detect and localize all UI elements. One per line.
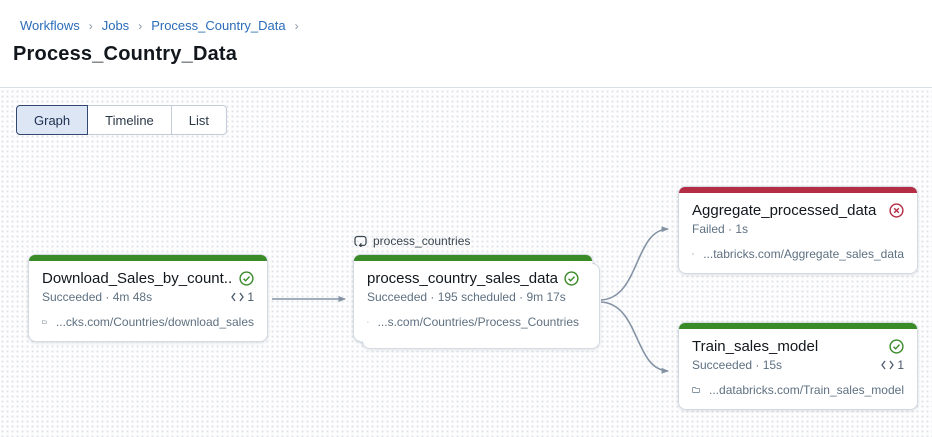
task-node-process-country[interactable]: process_country_sales_data Succeeded · 1… (353, 254, 600, 349)
task-notebook-path[interactable]: ...databricks.com/Train_sales_model (709, 383, 904, 397)
task-title: process_country_sales_data (367, 270, 558, 287)
code-version-badge: 1 (231, 290, 254, 304)
breadcrumb-separator: › (138, 18, 143, 33)
breadcrumb-workflows[interactable]: Workflows (20, 18, 80, 33)
folder-icon (42, 320, 47, 324)
edge-process-to-aggregate (600, 226, 669, 301)
tab-graph[interactable]: Graph (16, 105, 89, 135)
folder-icon (692, 253, 695, 255)
code-icon (231, 292, 245, 302)
page-header: Workflows › Jobs › Process_Country_Data … (0, 0, 932, 88)
success-check-icon (239, 271, 254, 286)
task-status-text: Succeeded · 4m 48s (42, 290, 153, 304)
loop-label-text: process_countries (373, 234, 471, 248)
task-title: Aggregate_processed_data (692, 202, 877, 219)
task-notebook-path[interactable]: ...cks.com/Countries/download_sales (55, 315, 254, 329)
graph-canvas[interactable]: Graph Timeline List process_countries Do… (0, 89, 932, 437)
edge-process-to-train (600, 301, 669, 374)
breadcrumb-jobs[interactable]: Jobs (101, 18, 130, 33)
task-status-text: Failed · 1s (692, 222, 749, 236)
code-icon (881, 360, 895, 370)
breadcrumb-separator: › (88, 18, 93, 33)
status-bar-success (679, 323, 917, 329)
code-version-badge: 1 (881, 358, 904, 372)
task-title: Download_Sales_by_count... (42, 270, 233, 287)
status-bar-success (29, 255, 267, 261)
tab-list[interactable]: List (170, 105, 228, 135)
status-bar-failed (679, 187, 917, 193)
task-node-aggregate[interactable]: Aggregate_processed_data Failed · 1s ...… (678, 186, 918, 274)
breadcrumb: Workflows › Jobs › Process_Country_Data … (20, 18, 299, 33)
breadcrumb-job-name[interactable]: Process_Country_Data (151, 18, 286, 33)
success-check-icon (889, 339, 904, 354)
task-status-text: Succeeded · 15s (692, 358, 783, 372)
view-tab-group: Graph Timeline List (16, 105, 228, 135)
foreach-loop-label: process_countries (354, 234, 470, 248)
page-title: Process_Country_Data (13, 43, 238, 65)
task-notebook-path[interactable]: ...tabricks.com/Aggregate_sales_data (703, 247, 904, 261)
task-title: Train_sales_model (692, 338, 819, 355)
folder-icon (367, 321, 369, 323)
task-notebook-path[interactable]: ...s.com/Countries/Process_Countries (377, 315, 579, 329)
tab-timeline[interactable]: Timeline (87, 105, 172, 135)
task-node-download-sales[interactable]: Download_Sales_by_count... Succeeded · 4… (28, 254, 268, 342)
task-node-train-model[interactable]: Train_sales_model Succeeded · 15s 1 ...d… (678, 322, 918, 410)
breadcrumb-separator: › (294, 18, 299, 33)
task-status-text: Succeeded · 195 scheduled · 9m 17s (367, 290, 566, 304)
failed-x-icon (889, 203, 904, 218)
folder-icon (692, 387, 700, 393)
status-bar-success (354, 255, 592, 261)
loop-icon (354, 235, 367, 247)
success-check-icon (564, 271, 579, 286)
